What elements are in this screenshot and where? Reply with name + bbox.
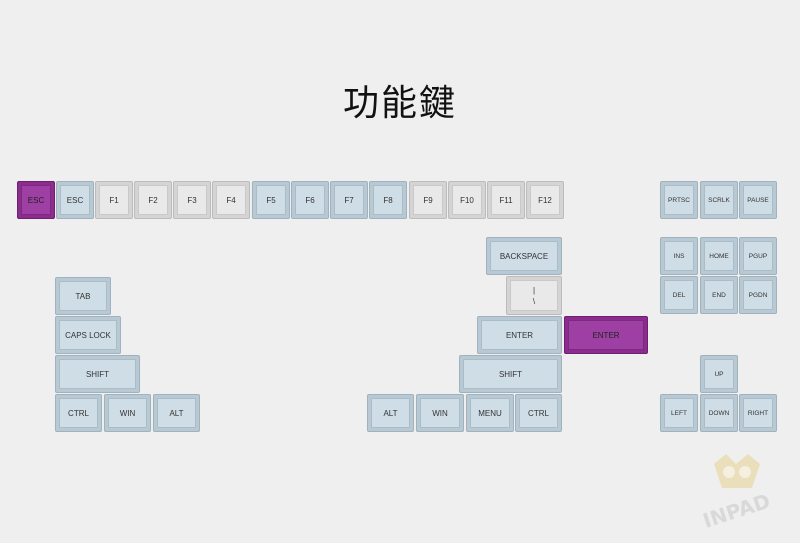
key-shift-left[interactable]: SHIFT: [55, 355, 140, 393]
key-label: PGDN: [743, 280, 773, 310]
key-del[interactable]: DEL: [660, 276, 698, 314]
owl-mark-icon: [714, 454, 760, 488]
key-down[interactable]: DOWN: [700, 394, 738, 432]
key-label: ENTER: [481, 320, 558, 350]
key-win-right[interactable]: WIN: [416, 394, 464, 432]
key-label: CTRL: [59, 398, 98, 428]
key-label: F5: [256, 185, 286, 215]
key-f2[interactable]: F2: [134, 181, 172, 219]
key-f6[interactable]: F6: [291, 181, 329, 219]
key-label: F1: [99, 185, 129, 215]
inpad-logo-text: INPAD: [700, 489, 773, 528]
key-f1[interactable]: F1: [95, 181, 133, 219]
key-label: F8: [373, 185, 403, 215]
key-label: END: [704, 280, 734, 310]
key-label: F3: [177, 185, 207, 215]
key-right[interactable]: RIGHT: [739, 394, 777, 432]
key-label: F6: [295, 185, 325, 215]
key-label: ALT: [157, 398, 196, 428]
key-left[interactable]: LEFT: [660, 394, 698, 432]
key-caps-lock[interactable]: CAPS LOCK: [55, 316, 121, 354]
key-ctrl-right[interactable]: CTRL: [515, 394, 562, 432]
key-ins[interactable]: INS: [660, 237, 698, 275]
key-label: RIGHT: [743, 398, 773, 428]
key-alt-left[interactable]: ALT: [153, 394, 200, 432]
inpad-logo: INPAD: [700, 454, 773, 528]
key-shift-right[interactable]: SHIFT: [459, 355, 562, 393]
key-label: F4: [216, 185, 246, 215]
key-label: F12: [530, 185, 560, 215]
key-prtsc[interactable]: PRTSC: [660, 181, 698, 219]
key-end[interactable]: END: [700, 276, 738, 314]
key-ctrl-left[interactable]: CTRL: [55, 394, 102, 432]
key-enter[interactable]: ENTER: [477, 316, 562, 354]
key-label: SHIFT: [463, 359, 558, 389]
key-alt-right[interactable]: ALT: [367, 394, 414, 432]
key-pause[interactable]: PAUSE: [739, 181, 777, 219]
key-label: BACKSPACE: [490, 241, 558, 271]
key-label: WIN: [420, 398, 460, 428]
key-label: F9: [413, 185, 443, 215]
key-label: UP: [704, 359, 734, 389]
key-label: ALT: [371, 398, 410, 428]
key-menu[interactable]: MENU: [466, 394, 514, 432]
key-label: MENU: [470, 398, 510, 428]
key-f12[interactable]: F12: [526, 181, 564, 219]
key-pgdn[interactable]: PGDN: [739, 276, 777, 314]
key-label: LEFT: [664, 398, 694, 428]
key-label: ESC: [60, 185, 90, 215]
key-label: DEL: [664, 280, 694, 310]
key-f11[interactable]: F11: [487, 181, 525, 219]
key-scrlk[interactable]: SCRLK: [700, 181, 738, 219]
key-label: CAPS LOCK: [59, 320, 117, 350]
key-label: SHIFT: [59, 359, 136, 389]
key-label: PGUP: [743, 241, 773, 271]
key-pgup[interactable]: PGUP: [739, 237, 777, 275]
key-tab[interactable]: TAB: [55, 277, 111, 315]
key-up[interactable]: UP: [700, 355, 738, 393]
key-backslash[interactable]: | \: [506, 276, 562, 315]
key-win-left[interactable]: WIN: [104, 394, 151, 432]
key-f7[interactable]: F7: [330, 181, 368, 219]
key-label: HOME: [704, 241, 734, 271]
key-label: F7: [334, 185, 364, 215]
key-label: ESC: [21, 185, 51, 215]
key-label: ENTER: [568, 320, 644, 350]
key-label: | \: [510, 280, 558, 311]
key-label: WIN: [108, 398, 147, 428]
key-label: INS: [664, 241, 694, 271]
key-f8[interactable]: F8: [369, 181, 407, 219]
key-label: TAB: [59, 281, 107, 311]
key-label: F11: [491, 185, 521, 215]
key-label: DOWN: [704, 398, 734, 428]
key-label: F2: [138, 185, 168, 215]
key-enter-highlight[interactable]: ENTER: [564, 316, 648, 354]
key-label: CTRL: [519, 398, 558, 428]
key-f3[interactable]: F3: [173, 181, 211, 219]
key-label: PRTSC: [664, 185, 694, 215]
key-label: SCRLK: [704, 185, 734, 215]
key-esc-highlight[interactable]: ESC: [17, 181, 55, 219]
key-f5[interactable]: F5: [252, 181, 290, 219]
key-f9[interactable]: F9: [409, 181, 447, 219]
key-label: F10: [452, 185, 482, 215]
key-f4[interactable]: F4: [212, 181, 250, 219]
key-home[interactable]: HOME: [700, 237, 738, 275]
key-backspace[interactable]: BACKSPACE: [486, 237, 562, 275]
key-f10[interactable]: F10: [448, 181, 486, 219]
page-title: 功能鍵: [342, 83, 457, 124]
key-label: PAUSE: [743, 185, 773, 215]
key-esc[interactable]: ESC: [56, 181, 94, 219]
